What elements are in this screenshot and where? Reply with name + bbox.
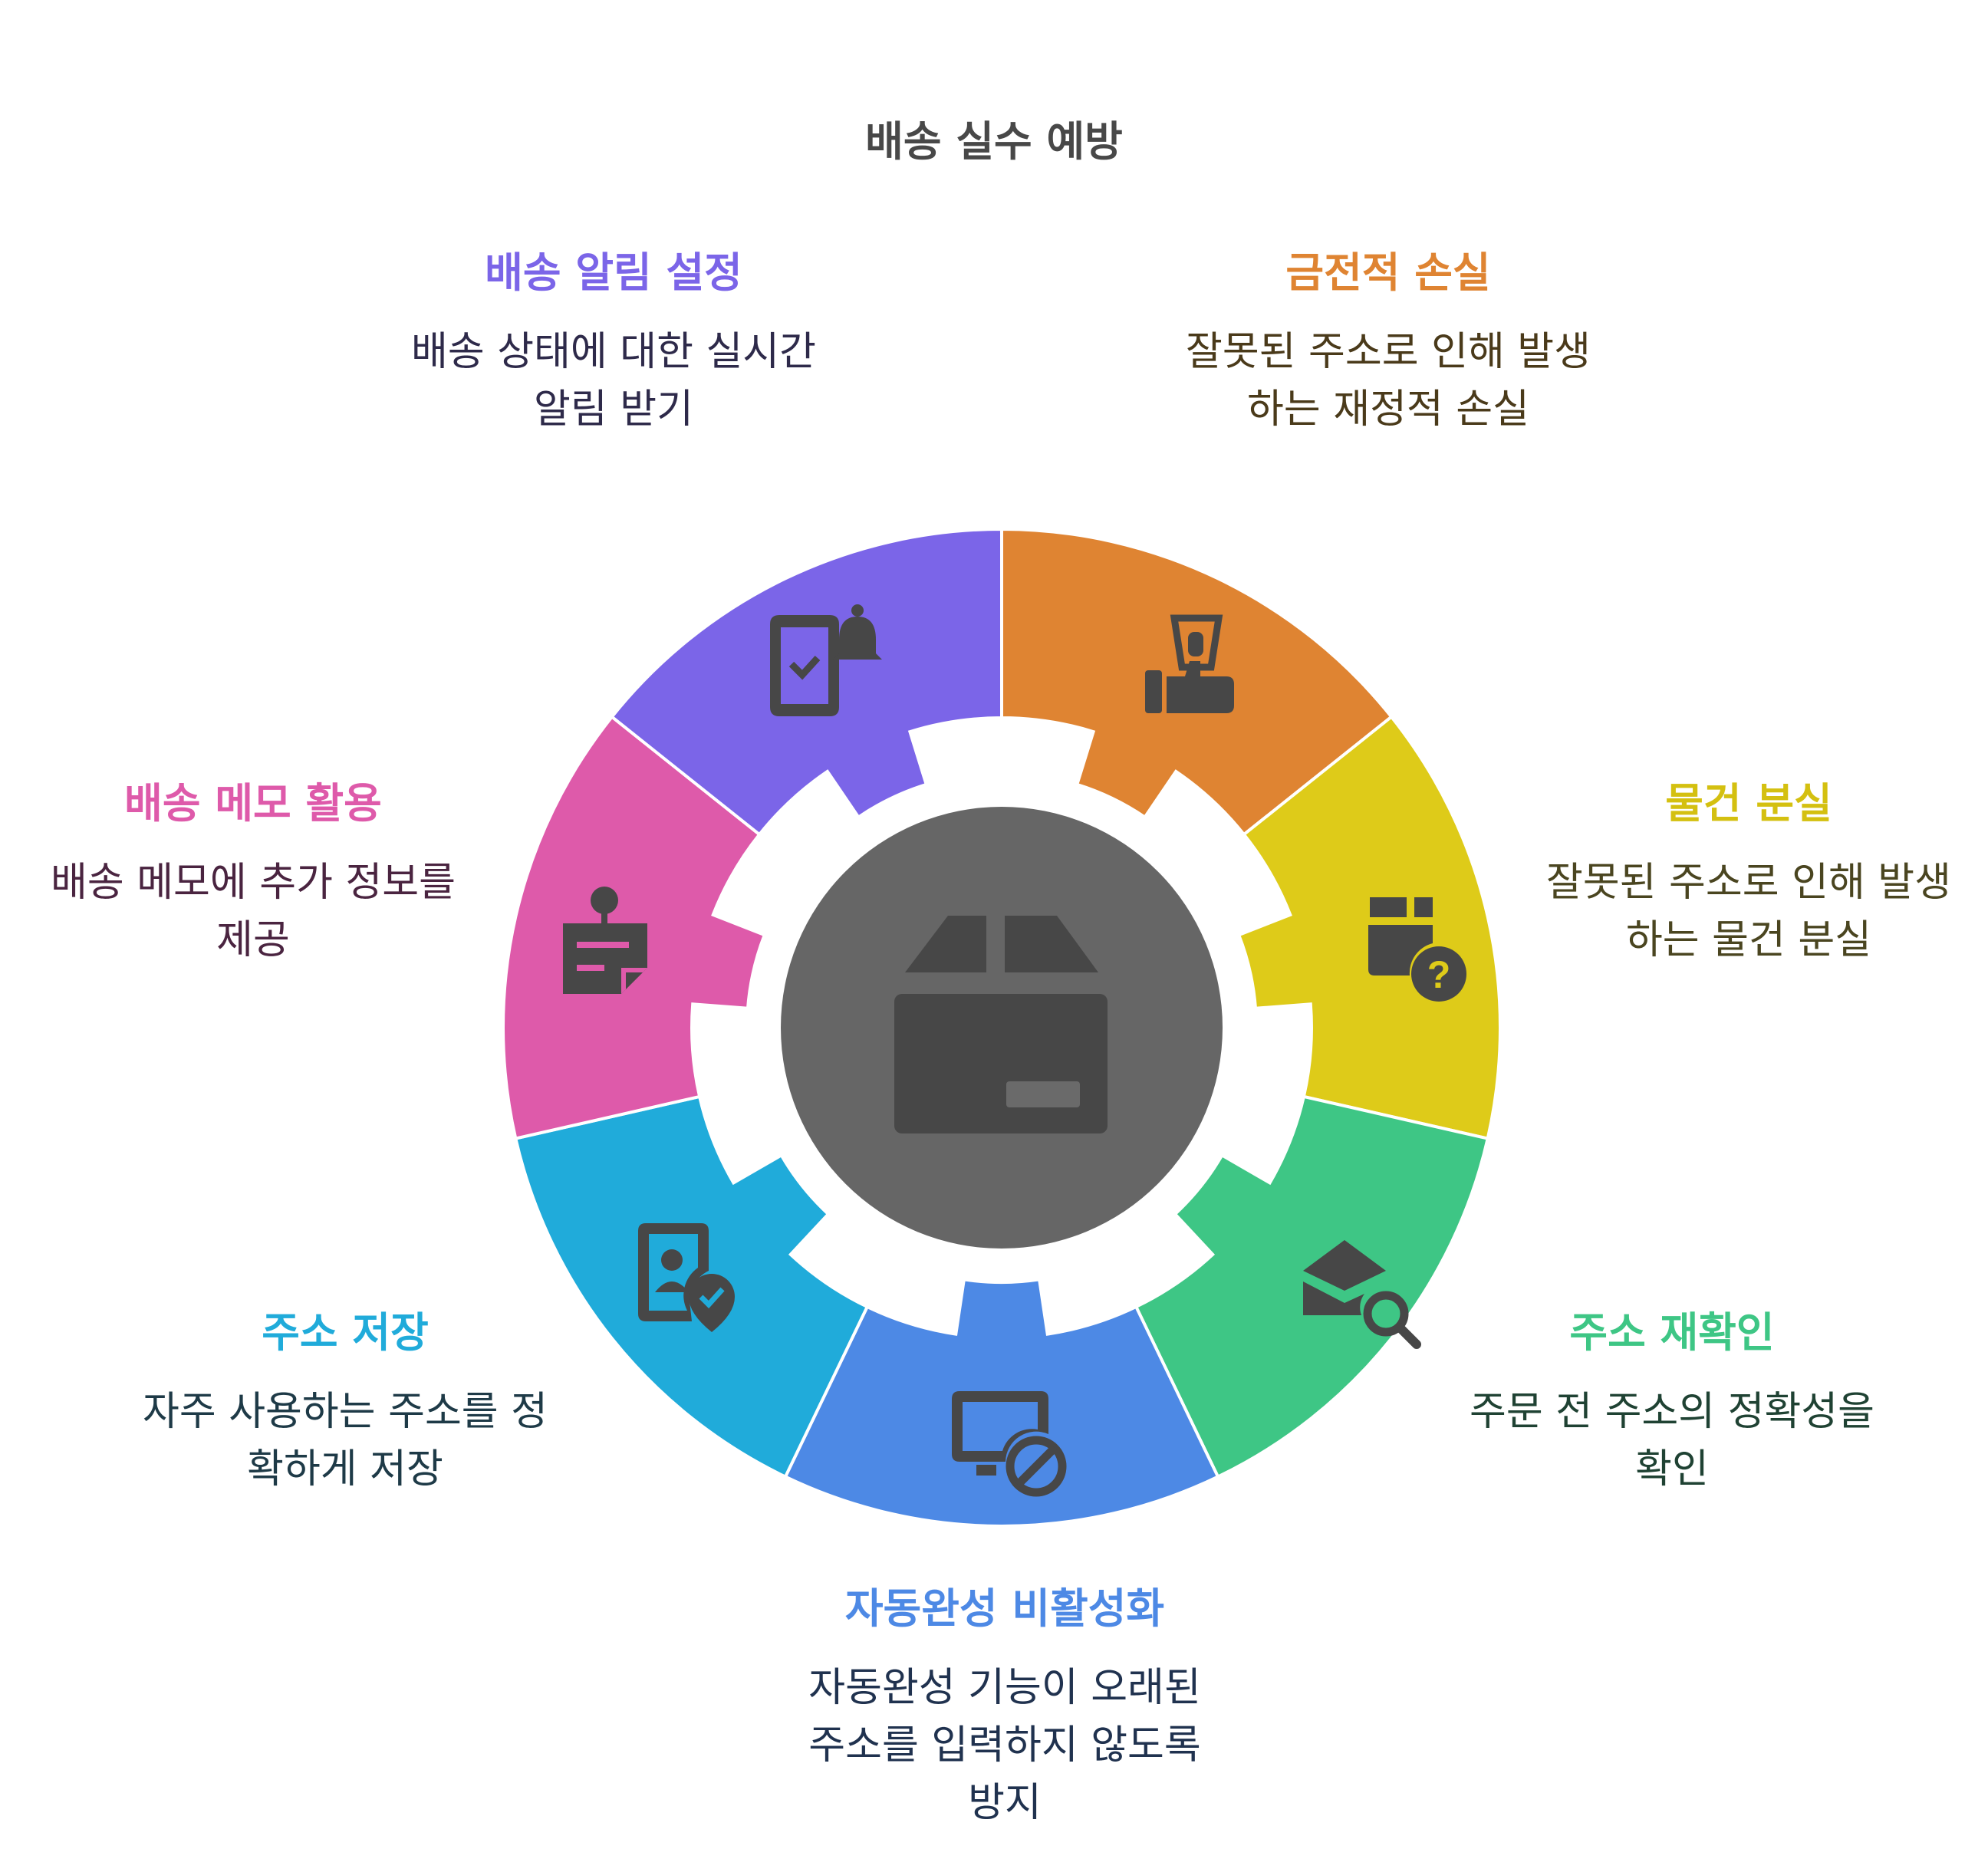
svg-text:?: ? [1427,953,1451,996]
pinned-note-icon [563,887,647,994]
box-question-icon: ? [1368,897,1466,1002]
segment-title: 배송 알림 설정 [485,248,742,297]
contact-location-icon [638,1223,735,1332]
segment-description: 자주 사용하는 주소를 정확하게 저장 [143,1389,548,1492]
label-address-recheck: 주소 재확인 주문 전 주소의 정확성을 확인 [1457,1304,1887,1499]
segment-description: 배송 메모에 추가 정보를 제공 [51,860,456,963]
label-disable-autocomplete: 자동완성 비활성화 자동완성 기능이 오래된 주소를 입력하지 않도록 방지 [790,1580,1219,1832]
label-delivery-alert: 배송 알림 설정 배송 상태에 대한 실시간 알림 받기 [399,244,828,439]
label-financial-loss: 금전적 손실 잘못된 주소로 인해 발생하는 재정적 손실 [1173,244,1603,439]
segment-description: 잘못된 주소로 인해 발생하는 재정적 손실 [1186,329,1591,433]
hand-money-icon [1145,614,1234,713]
segment-title: 주소 저장 [262,1308,429,1357]
label-lost-item: 물건 분실 잘못된 주소로 인해 발생하는 물건 분실 [1542,775,1956,969]
segment-title: 금전적 손실 [1285,248,1491,297]
segment-description: 배송 상태에 대한 실시간 알림 받기 [411,329,816,433]
segment-title: 주소 재확인 [1569,1308,1775,1357]
segment-description: 주문 전 주소의 정확성을 확인 [1470,1389,1874,1492]
box-icon [894,916,1108,1133]
label-delivery-memo: 배송 메모 활용 배송 메모에 추가 정보를 제공 [38,775,468,969]
monitor-block-icon [952,1391,1067,1497]
segment-description: 잘못된 주소로 인해 발생하는 물건 분실 [1546,860,1951,963]
mail-search-icon [1303,1240,1421,1349]
segment-description: 자동완성 기능이 오래된 주소를 입력하지 않도록 방지 [808,1665,1201,1826]
diagram-title: 배송 실수 예방 [865,117,1123,166]
label-save-address: 주소 저장 자주 사용하는 주소를 정확하게 저장 [130,1304,560,1499]
segment-title: 물건 분실 [1665,779,1832,827]
segment-title: 배송 메모 활용 [124,779,382,827]
segment-title: 자동완성 비활성화 [844,1584,1165,1633]
segment-delivery-alert [609,527,1003,837]
phone-bell-icon [770,604,882,716]
